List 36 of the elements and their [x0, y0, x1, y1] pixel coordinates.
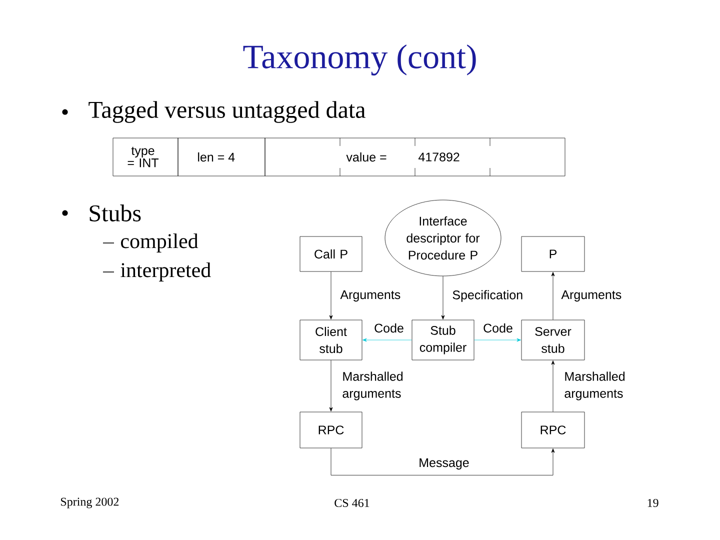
- table-cell: type = INT: [112, 138, 178, 176]
- process-box: P: [521, 236, 585, 272]
- edge-label: Code: [373, 322, 405, 334]
- table-cell: len = 4: [178, 138, 266, 176]
- process-box: Call P: [300, 236, 362, 272]
- process-box: RPC: [521, 412, 585, 448]
- bullet-text: Tagged versus untagged data: [88, 101, 366, 123]
- edge-label: Marshalled arguments: [341, 370, 406, 402]
- edge-label: Message: [418, 457, 470, 471]
- label: value =: [346, 152, 386, 162]
- footer-text: CS 461: [334, 498, 370, 508]
- edge-label: Specification: [451, 289, 522, 303]
- footer-text: 19: [648, 498, 658, 508]
- arrow: [474, 338, 521, 342]
- edge-label: Arguments: [339, 289, 404, 303]
- arrow: [551, 272, 555, 320]
- footer-text: Spring 2002: [61, 498, 119, 508]
- arrow: [551, 360, 555, 412]
- bullet-text: interpreted: [120, 262, 211, 282]
- bullet-text: Stubs: [90, 204, 141, 222]
- process-box: Server stub: [521, 320, 585, 360]
- arrow: [441, 276, 445, 320]
- title: Taxonomy (cont): [243, 44, 476, 76]
- table-cell: value = 417892: [264, 138, 566, 176]
- edge-label: Arguments: [560, 289, 624, 303]
- process-box: Client stub: [300, 320, 362, 360]
- process-box: Stub compiler: [412, 320, 474, 360]
- bullet-text: compiled: [121, 233, 198, 253]
- arrow: [329, 360, 333, 412]
- arrow: [330, 448, 555, 476]
- process-box: RPC: [300, 412, 362, 448]
- label: 417892: [418, 152, 460, 162]
- arrow: [329, 272, 333, 320]
- arrow: [362, 338, 412, 342]
- edge-label: Marshalled arguments: [563, 370, 628, 402]
- edge-label: Code: [482, 322, 514, 334]
